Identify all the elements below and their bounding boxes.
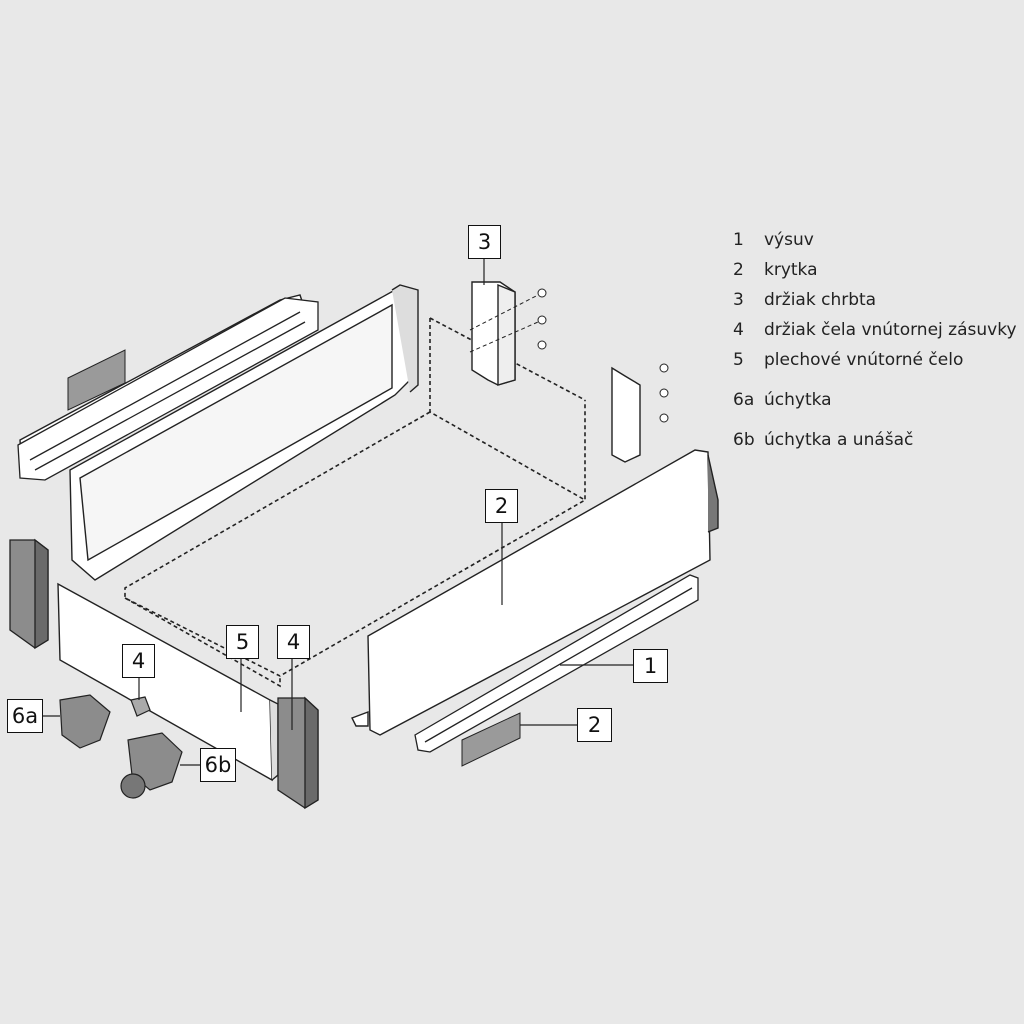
small-bracket-4 [130,696,151,717]
callout-6b: 6b [200,748,236,782]
legend-label: výsuv [764,230,814,250]
clip-6a [59,694,111,749]
callout-6a: 6a [7,699,43,733]
legend-number: 6b [733,430,755,450]
legend-number: 2 [733,260,744,280]
screws-right [659,363,669,423]
callout-3: 3 [468,225,501,259]
legend-label: držiak čela vnútornej zásuvky [764,320,1017,340]
legend-label: krytka [764,260,818,280]
legend-number: 4 [733,320,744,340]
callout-4-left: 4 [122,644,155,678]
legend-label: držiak chrbta [764,290,877,310]
legend-number: 3 [733,290,744,310]
legend-number: 1 [733,230,744,250]
right-drawer-side [351,449,719,736]
callout-1: 1 [633,649,668,683]
legend-label: úchytka a unášač [764,430,914,450]
front-panel-5 [57,582,279,782]
back-bracket-3 [471,281,516,386]
right-cap-plate [461,712,521,767]
front-bracket-4-right [277,696,319,810]
left-cap-plate [67,349,126,411]
callout-4-right: 4 [277,625,310,659]
front-bracket-4-left [9,538,49,650]
legend-label: plechové vnútorné čelo [764,350,964,370]
callout-2-top: 2 [485,489,518,523]
legend-label: úchytka [764,390,832,410]
legend-number: 6a [733,390,755,410]
leader-lines [43,258,633,766]
screws-left [469,288,547,353]
back-bracket-right [611,366,641,463]
legend-number: 5 [733,350,744,370]
callout-2-bottom: 2 [577,708,612,742]
clip-6b [120,732,183,799]
left-runner [17,297,319,481]
right-runner [414,574,699,753]
callout-5: 5 [226,625,259,659]
